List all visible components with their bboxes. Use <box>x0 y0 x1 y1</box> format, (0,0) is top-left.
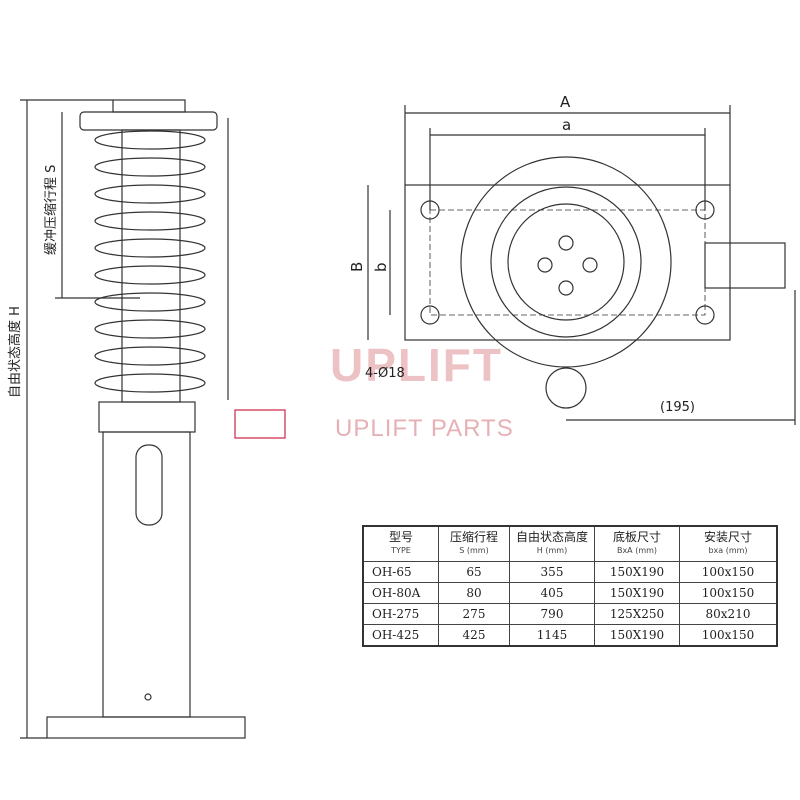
dim-label-S: 缓冲压缩行程 S <box>44 164 59 255</box>
spring-coil <box>94 373 206 393</box>
holes-label: 4-Ø18 <box>365 366 405 381</box>
spring-coil <box>94 157 206 177</box>
bolt <box>558 280 574 296</box>
spring-coil <box>94 265 206 285</box>
spring-coil <box>94 211 206 231</box>
spring-coil <box>94 238 206 258</box>
top-plate-circle <box>507 203 625 321</box>
top-block <box>112 99 186 113</box>
watermark-tagline: UPLIFT PARTS <box>335 415 514 442</box>
dim-label-H: 自由状态高度 H <box>8 306 23 398</box>
limit-switch <box>234 409 286 439</box>
plan-view <box>367 105 796 425</box>
column <box>102 431 191 718</box>
dim-label-b: b <box>372 262 390 272</box>
watermark-brand: UPLIFT <box>330 339 503 391</box>
mount-hole <box>420 305 440 325</box>
collar <box>98 401 196 433</box>
offset-label: (195) <box>660 400 695 415</box>
bolt <box>558 235 574 251</box>
side-elevation-view <box>20 99 286 739</box>
piston-slot <box>135 444 163 526</box>
spring-coils <box>94 130 206 393</box>
spring-coil <box>94 292 206 312</box>
dim-label-B: B <box>348 261 366 272</box>
base-plate-outline <box>404 184 731 341</box>
switch-bracket <box>704 242 786 289</box>
spring-coil <box>94 346 206 366</box>
base-plate <box>46 716 246 739</box>
mount-hole <box>695 305 715 325</box>
bolt <box>582 257 598 273</box>
outer-flange <box>460 156 672 368</box>
spring-outline <box>490 186 642 338</box>
spring-coil <box>94 319 206 339</box>
bolt <box>537 257 553 273</box>
spring-coil <box>94 184 206 204</box>
oil-plug <box>144 693 152 701</box>
top-plate <box>79 111 218 131</box>
spring-coil <box>94 130 206 150</box>
dim-label-A: A <box>560 93 571 111</box>
dim-label-a: a <box>562 116 572 134</box>
lifting-ring <box>545 367 587 409</box>
